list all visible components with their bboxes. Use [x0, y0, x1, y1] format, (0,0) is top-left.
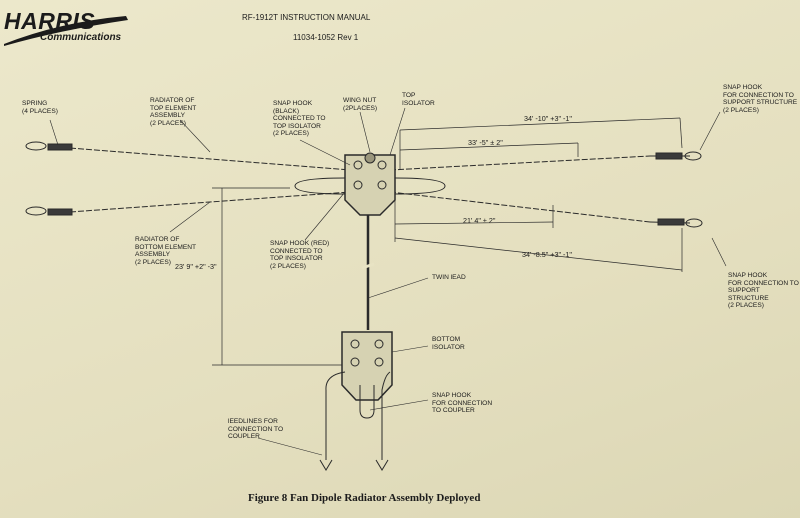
spring-bottom-right — [657, 218, 685, 226]
label-snap-hook-coupler: SNAP HOOK FOR CONNECTION TO COUPLER — [432, 392, 493, 415]
label-twin-lead: TWIN lEAD — [432, 274, 466, 281]
doc-number: 11034-1052 Rev 1 — [293, 33, 359, 42]
label-wing-nut: WING NUT (2PLACES) — [343, 97, 378, 112]
label-feedlines: lEEDLINES FOR CONNECTION TO COUPLER — [228, 418, 284, 441]
bottom-radiator-right — [389, 191, 651, 223]
label-bottom-isolator: BOTTOM ISOLATOR — [432, 336, 465, 351]
bottom-isolator-hole — [350, 357, 360, 367]
spreader-loop-right — [394, 177, 446, 195]
dimension-top-outer: 34' -10" +3" -1" — [524, 114, 572, 123]
wing-nut — [364, 152, 376, 164]
label-top-isolator: TOP ISOLATOR — [402, 92, 435, 107]
feedline-right-lug — [375, 459, 389, 471]
dimension-bottom-outer: 34' -8.5" +3" -1" — [522, 250, 572, 259]
dimension-vertical: 23' 9" +2" -3" — [175, 262, 217, 271]
top-isolator-body — [344, 154, 396, 216]
snap-hook-top-right — [684, 151, 702, 161]
feedline-left-lug — [319, 459, 333, 471]
figure-caption: Figure 8 Fan Dipole Radiator Assembly De… — [248, 492, 481, 504]
top-isolator-hole — [377, 180, 387, 190]
bottom-isolator-body — [341, 331, 393, 401]
snap-hook-top-left — [25, 141, 47, 151]
spreader-loop-left — [294, 177, 346, 195]
spring-top-right — [655, 152, 683, 160]
label-snap-hook-support-top: SNAP HOOK FOR CONNECTION TO SUPPORT STRU… — [723, 84, 798, 114]
top-isolator-hole — [353, 180, 363, 190]
feedline-left — [325, 371, 346, 460]
spring-bottom-left — [47, 208, 73, 216]
dimension-bottom-inner: 21' 4" ± 2" — [463, 216, 496, 225]
label-radiator-top: RADIATOR OF TOP ELEMENT ASSEMBLY (2 PLAC… — [150, 97, 197, 127]
bottom-isolator-hole — [350, 339, 360, 349]
logo-swoosh — [4, 16, 128, 46]
label-spring: SPRING (4 PLACES) — [22, 100, 58, 115]
top-radiator-left — [69, 147, 351, 171]
top-isolator-hole — [353, 160, 363, 170]
manual-title: RF-1912T INSTRUCTION MANUAL — [242, 13, 371, 22]
top-radiator-right — [389, 155, 651, 171]
snap-hook-bottom-right — [685, 218, 703, 228]
label-radiator-bottom: RADIATOR OF BOTTOM ELEMENT ASSEMBLY (2 P… — [135, 236, 197, 266]
spring-top-left — [47, 143, 73, 151]
coupler-snap-hook — [359, 385, 375, 419]
label-snap-hook-red: SNAP HOOK (RED) CONNECTED TO TOP INSOLAT… — [270, 240, 330, 270]
bottom-isolator-hole — [374, 339, 384, 349]
label-snap-hook-black: SNAP HOOK (BLACK) CONNECTED TO TOP ISOLA… — [273, 100, 326, 138]
snap-hook-bottom-left — [25, 206, 47, 216]
label-snap-hook-support-bottom: SNAP HOOK FOR CONNECTION TO SUPPORT STRU… — [728, 272, 799, 310]
dimension-top-inner: 33' -5" ± 2" — [468, 138, 503, 147]
top-isolator-hole — [377, 160, 387, 170]
feedline-right — [381, 371, 391, 460]
brand-subtitle: Communications — [40, 32, 122, 43]
bottom-isolator-hole — [374, 357, 384, 367]
